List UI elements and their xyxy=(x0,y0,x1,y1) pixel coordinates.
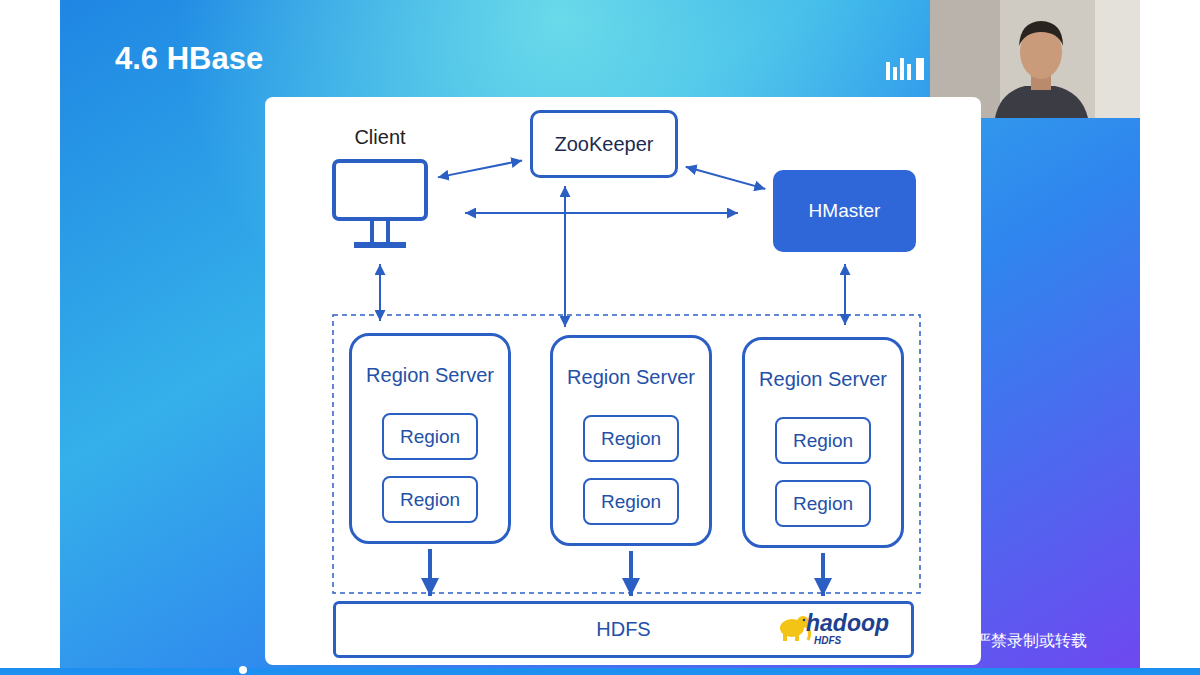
text-holder: Region Server xyxy=(352,364,508,387)
write-arrow xyxy=(428,549,432,596)
text-holder: ZooKeeper xyxy=(555,133,654,156)
slide-glow xyxy=(60,0,1140,668)
text-holder: HDFS xyxy=(596,618,650,641)
region-box: Region xyxy=(382,476,478,523)
zookeeper-box: ZooKeeper xyxy=(530,110,678,178)
progress-bar xyxy=(0,668,1200,675)
region-server-cluster-outline xyxy=(333,315,920,593)
node-label: Region Server xyxy=(366,364,494,387)
client-node: Client xyxy=(330,126,430,252)
text-holder: Region xyxy=(400,426,460,448)
node-label: Region xyxy=(400,489,460,511)
node-label: Region xyxy=(793,493,853,515)
node-label: HMaster xyxy=(809,200,881,222)
master-box: HMaster xyxy=(773,170,916,252)
logo-subtitle: HDFS xyxy=(814,636,841,646)
text-holder: Region xyxy=(601,428,661,450)
monitor-stand xyxy=(372,219,388,242)
logo-wordmark: hadoop xyxy=(806,612,889,635)
text-holder: Region xyxy=(793,430,853,452)
monitor-base xyxy=(354,242,406,248)
node-label: Region xyxy=(601,428,661,450)
write-arrow xyxy=(821,553,825,596)
node-label: Region xyxy=(400,426,460,448)
text-holder: HMaster xyxy=(809,200,881,222)
node-label: HDFS xyxy=(596,618,650,641)
region-server-box: Region ServerRegionRegion xyxy=(349,333,511,544)
write-arrow xyxy=(629,551,633,596)
node-label: Region xyxy=(793,430,853,452)
progress-dot xyxy=(239,666,247,674)
monitor-icon xyxy=(330,158,430,252)
slide-title: 4.6 HBase xyxy=(115,40,263,77)
monitor-screen xyxy=(334,161,426,219)
region-server-box: Region ServerRegionRegion xyxy=(742,337,904,548)
link-arrow xyxy=(686,167,766,189)
node-label: Region xyxy=(601,491,661,513)
text-holder: Client xyxy=(330,126,430,149)
link-arrow xyxy=(465,212,738,214)
link-arrow xyxy=(844,264,846,325)
text-holder: Region Server xyxy=(745,368,901,391)
watermark-text: 严禁录制或转载 xyxy=(975,633,1087,649)
region-box: Region xyxy=(583,415,679,462)
region-server-box: Region ServerRegionRegion xyxy=(550,335,712,546)
link-arrow xyxy=(564,186,566,327)
region-box: Region xyxy=(775,417,871,464)
text-holder: Region xyxy=(793,493,853,515)
slide-background xyxy=(60,0,1140,668)
text-holder: Region xyxy=(400,489,460,511)
region-box: Region xyxy=(583,478,679,525)
region-box: Region xyxy=(382,413,478,460)
text-holder: Region Server xyxy=(553,366,709,389)
node-label: ZooKeeper xyxy=(555,133,654,156)
region-box: Region xyxy=(775,480,871,527)
node-label: Client xyxy=(354,126,405,149)
node-label: Region Server xyxy=(759,368,887,391)
link-arrow xyxy=(379,264,381,321)
node-label: Region Server xyxy=(567,366,695,389)
text-holder: Region xyxy=(601,491,661,513)
link-arrow xyxy=(438,160,522,177)
hadoop-elephant-icon xyxy=(780,616,810,641)
brand-logo xyxy=(886,58,924,80)
content-panel xyxy=(265,97,981,665)
